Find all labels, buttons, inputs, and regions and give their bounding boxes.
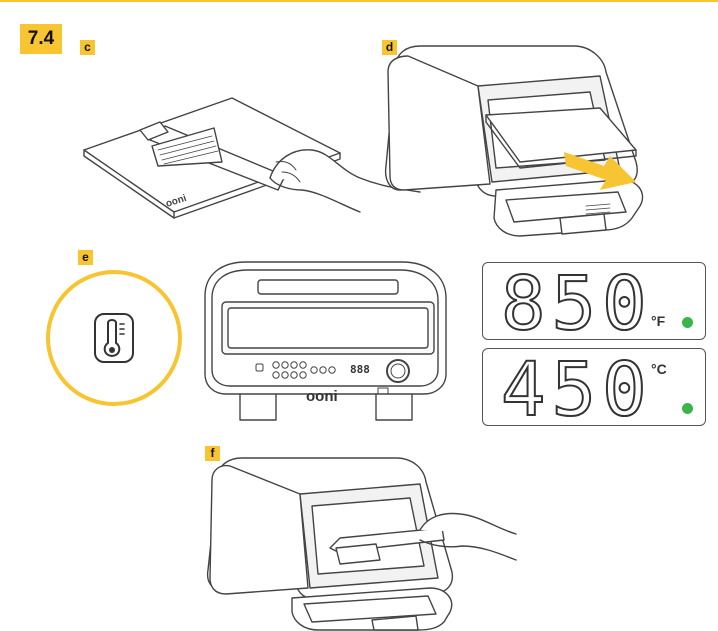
section-number-badge: 7.4 xyxy=(20,24,62,54)
display-fahrenheit: 850 °F xyxy=(482,261,706,347)
step-label-c: c xyxy=(80,40,95,55)
step-label-e: e xyxy=(78,250,93,265)
display-fahrenheit-value: 850 xyxy=(500,261,653,347)
oven-cleaning-figure xyxy=(206,457,517,631)
oven-temperature-readout: 888 xyxy=(350,363,370,376)
pizza-stone-figure xyxy=(83,97,421,219)
display-fahrenheit-unit: °F xyxy=(651,313,666,329)
oven-front-figure xyxy=(204,261,447,421)
dial-icon xyxy=(386,359,410,383)
step-label-d: d xyxy=(382,40,397,55)
status-dot-celsius xyxy=(682,403,693,414)
display-celsius: 450 °C xyxy=(482,347,706,433)
oven-front-logo: ooni xyxy=(306,388,338,405)
status-dot-fahrenheit xyxy=(682,317,693,328)
step-label-f: f xyxy=(205,446,220,461)
oven-insert-stone-figure xyxy=(384,45,644,237)
display-celsius-value: 450 xyxy=(500,347,653,433)
arrow-right-icon xyxy=(564,152,636,190)
top-rule xyxy=(0,0,718,2)
thermometer-icon xyxy=(94,313,134,363)
display-celsius-unit: °C xyxy=(651,361,667,377)
